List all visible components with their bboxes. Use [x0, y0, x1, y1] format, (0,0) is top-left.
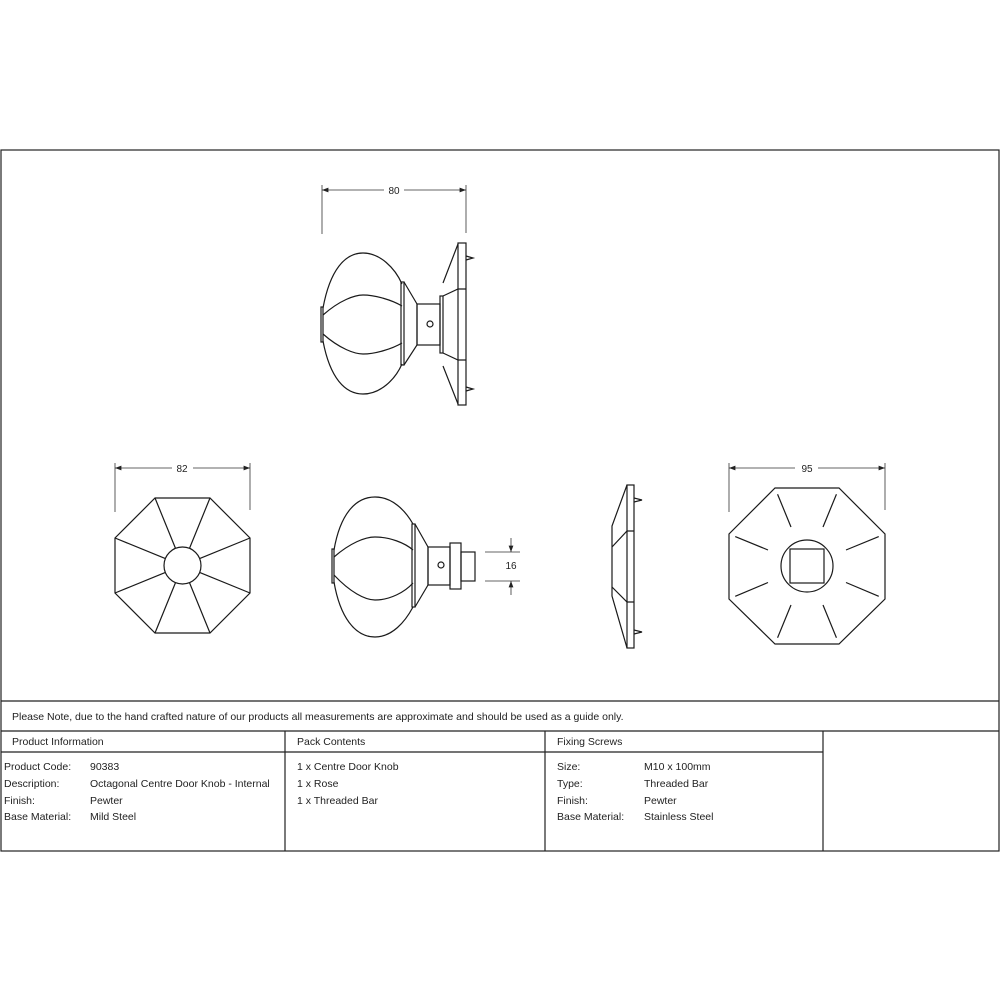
- screw-size-value: M10 x 100mm: [644, 761, 711, 773]
- rose-side-view: [611, 484, 643, 649]
- finish-value: Pewter: [90, 795, 123, 807]
- fixing-screws-heading: Fixing Screws: [557, 736, 622, 748]
- spoke-line: [188, 582, 211, 634]
- screw-finish-value: Pewter: [644, 795, 677, 807]
- screw-type-value: Threaded Bar: [644, 778, 709, 790]
- sheet-frame: [0, 149, 1000, 852]
- spoke-line: [822, 604, 837, 638]
- pack-item: 1 x Threaded Bar: [297, 795, 378, 807]
- spoke-line: [777, 604, 792, 638]
- product-code-value: 90383: [90, 761, 119, 773]
- screw-type-label: Type:: [557, 778, 583, 790]
- screw-base-material-label: Base Material:: [557, 811, 624, 823]
- base-material-value: Mild Steel: [90, 811, 136, 823]
- rose-front-view: 95: [728, 463, 886, 645]
- screw-size-label: Size:: [557, 761, 580, 773]
- pack-item: 1 x Rose: [297, 778, 339, 790]
- knob-side-view: 16: [331, 496, 520, 638]
- description-label: Description:: [4, 778, 59, 790]
- base-material-label: Base Material:: [4, 811, 71, 823]
- disclaimer-note: Please Note, due to the hand crafted nat…: [12, 711, 624, 723]
- product-information-rows: Product Code: 90383 Description: Octagon…: [4, 761, 270, 823]
- spoke-line: [845, 581, 879, 597]
- spoke-line: [199, 571, 251, 594]
- product-code-label: Product Code:: [4, 761, 71, 773]
- description-value: Octagonal Centre Door Knob - Internal: [90, 778, 270, 790]
- screw-base-material-value: Stainless Steel: [644, 811, 713, 823]
- screw-finish-label: Finish:: [557, 795, 588, 807]
- pack-item: 1 x Centre Door Knob: [297, 761, 399, 773]
- knob-front-view: 82: [114, 463, 251, 634]
- spoke-line: [154, 582, 177, 634]
- spoke-line: [777, 494, 792, 528]
- knob-side-view-assembled: 80: [320, 185, 476, 406]
- fixing-screws-rows: Size: M10 x 100mm Type: Threaded Bar Fin…: [557, 761, 713, 823]
- spoke-line: [822, 494, 837, 528]
- spoke-line: [199, 537, 251, 560]
- pack-contents-heading: Pack Contents: [297, 736, 365, 748]
- dimension-rose-width: 95: [801, 464, 813, 475]
- spoke-line: [735, 581, 769, 597]
- product-information-heading: Product Information: [12, 736, 104, 748]
- spoke-line: [735, 536, 769, 551]
- spoke-line: [845, 536, 879, 551]
- spoke-line: [114, 537, 166, 560]
- dimension-knob-length: 80: [388, 186, 400, 197]
- spoke-line: [188, 497, 211, 549]
- pack-contents-list: 1 x Centre Door Knob 1 x Rose 1 x Thread…: [297, 761, 399, 807]
- spoke-line: [154, 497, 177, 549]
- dimension-spindle: 16: [505, 561, 517, 572]
- dimension-knob-width: 82: [176, 464, 188, 475]
- finish-label: Finish:: [4, 795, 35, 807]
- spoke-line: [114, 571, 166, 594]
